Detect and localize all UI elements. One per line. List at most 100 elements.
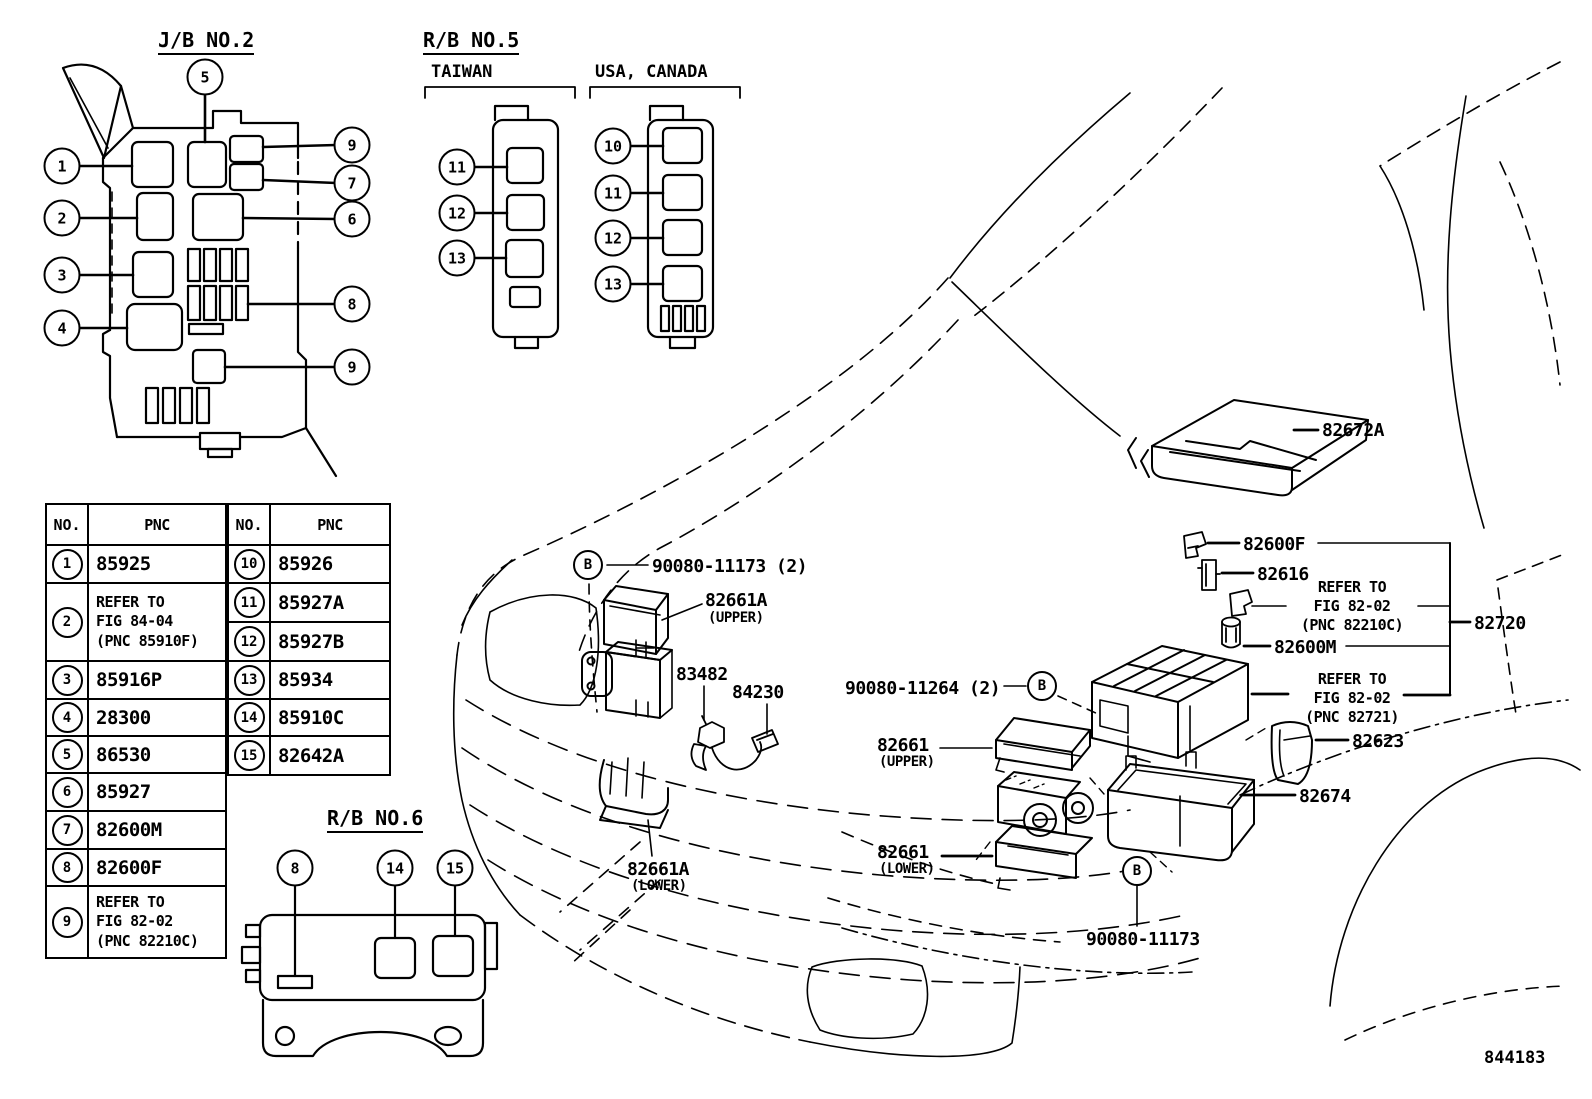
row-pnc: 85934 — [278, 669, 333, 691]
label-82623: 82623 — [1352, 731, 1404, 752]
callout-2: 2 — [43, 199, 81, 237]
callout-tw-12: 12 — [438, 194, 476, 232]
table-row: 6 85927 — [47, 774, 225, 812]
bolt-symbol-bottom: B — [1122, 856, 1152, 886]
table-header-row: NO. PNC — [229, 505, 389, 546]
callout-9b: 9 — [333, 348, 371, 386]
label-82672a: 82672A — [1322, 420, 1385, 441]
refer-82210c-line2: FIG 82-02 — [1313, 597, 1391, 616]
row-pnc: 82600M — [96, 819, 162, 841]
row-pnc: 82642A — [278, 744, 344, 767]
row-no-badge: 13 — [233, 664, 265, 696]
callout-6: 6 — [333, 200, 371, 238]
label-82674: 82674 — [1299, 786, 1351, 807]
col-header-pnc: PNC — [317, 515, 343, 534]
table-row: 3 85916P — [47, 662, 225, 700]
part-82616-fuse — [1197, 559, 1221, 591]
part-82600m-bolt — [1221, 616, 1241, 649]
label-screw-mid: 90080-11264 (2) — [845, 678, 1001, 699]
row-pnc: 85925 — [96, 553, 151, 575]
pnc-line: (PNC 85910F) — [96, 631, 199, 650]
label-82720: 82720 — [1474, 613, 1526, 634]
row-no-badge: 15 — [233, 740, 265, 771]
label-82600m: 82600M — [1274, 637, 1337, 658]
table-row: 10 85926 — [229, 546, 389, 584]
row-pnc: 85910C — [278, 706, 344, 729]
row-no-badge: 1 — [51, 548, 83, 580]
rb5-taiwan-label: TAIWAN — [431, 62, 493, 82]
label-82661-upper-sub: (UPPER) — [879, 754, 935, 770]
part-82661a-upper-box — [603, 585, 669, 658]
car-body — [452, 61, 1581, 1058]
row-pnc: 85927B — [278, 630, 344, 653]
table-row: 1 85925 — [47, 546, 225, 584]
callout-5: 5 — [186, 58, 224, 96]
rb5-leader-lines — [471, 144, 665, 286]
table-row: 15 82642A — [229, 737, 389, 774]
label-refer-82210c: REFER TO FIG 82-02 (PNC 82210C) — [1288, 578, 1416, 635]
label-82616: 82616 — [1257, 564, 1309, 585]
label-screw-top: 90080-11173 (2) — [652, 556, 808, 577]
pnc-line: REFER TO — [96, 892, 165, 911]
jb2-leader-lines — [76, 91, 338, 369]
part-leader-lines — [588, 428, 1472, 927]
callout-3: 3 — [43, 256, 81, 294]
table-row: 13 85934 — [229, 662, 389, 700]
row-no-badge: 10 — [233, 548, 265, 580]
row-pnc: 82600F — [96, 856, 162, 879]
label-84230: 84230 — [732, 682, 784, 703]
callout-rb6-14: 14 — [376, 849, 414, 887]
part-82661a-lower-clip — [598, 757, 669, 829]
table-row: 9 REFER TO FIG 82-02 (PNC 82210C) — [47, 887, 225, 957]
part-82720-relay-block — [1091, 645, 1249, 763]
table-row: 8 82600F — [47, 850, 225, 887]
callout-us-10: 10 — [594, 127, 632, 165]
label-refer-82721: REFER TO FIG 82-02 (PNC 82721) — [1296, 670, 1408, 727]
col-header-no: NO. — [47, 505, 89, 544]
row-no-badge: 2 — [51, 606, 83, 638]
row-pnc: 85926 — [278, 553, 333, 575]
row-pnc: 85916P — [96, 669, 162, 691]
row-no-badge: 12 — [233, 626, 265, 657]
callout-rb6-15: 15 — [436, 849, 474, 887]
part-82623-cover — [1270, 721, 1313, 785]
row-no-badge: 11 — [233, 587, 265, 618]
callout-1: 1 — [43, 147, 81, 185]
rb5-title: R/B NO.5 — [423, 28, 520, 55]
rb6-leader-lines — [293, 882, 457, 978]
row-no-badge: 5 — [51, 739, 83, 770]
table-row: 11 85927A — [229, 584, 389, 623]
figure-number: 844183 — [1484, 1048, 1546, 1068]
label-82661a-lower-sub: (LOWER) — [631, 878, 687, 894]
rb5-taiwan-drawing — [424, 86, 576, 350]
part-82661-relay-assy — [997, 771, 1094, 837]
row-no-badge: 6 — [51, 776, 83, 808]
col-header-pnc: PNC — [144, 515, 170, 534]
callout-us-13: 13 — [594, 265, 632, 303]
row-no-badge: 4 — [51, 702, 83, 733]
row-no-badge: 7 — [51, 814, 83, 846]
part-82674-tray — [1107, 751, 1255, 862]
callout-rb6-8: 8 — [276, 849, 314, 887]
refer-82210c-line1: REFER TO — [1317, 578, 1387, 596]
bolt-symbol-top: B — [573, 550, 603, 580]
row-pnc: 86530 — [96, 743, 151, 766]
table-row: 5 86530 — [47, 737, 225, 774]
callout-7: 7 — [333, 164, 371, 202]
label-82661-lower-sub: (LOWER) — [879, 861, 935, 877]
label-83482: 83482 — [676, 664, 728, 685]
label-82661-lower: 82661 — [877, 842, 929, 863]
rb6-title: R/B NO.6 — [327, 806, 424, 833]
pnc-line: FIG 84-04 — [96, 612, 173, 631]
label-82661a-upper: 82661A — [705, 590, 768, 611]
refer-82721-line2: FIG 82-02 — [1313, 689, 1391, 708]
callout-tw-13: 13 — [438, 239, 476, 277]
refer-82210c-line3: (PNC 82210C) — [1300, 616, 1404, 635]
callout-us-12: 12 — [594, 219, 632, 257]
rb5-usa-drawing — [589, 86, 741, 350]
callout-8: 8 — [333, 285, 371, 323]
part-ecu-bracket — [581, 641, 673, 719]
row-no-badge: 8 — [51, 852, 83, 883]
label-screw-bottom: 90080-11173 — [1086, 929, 1200, 950]
